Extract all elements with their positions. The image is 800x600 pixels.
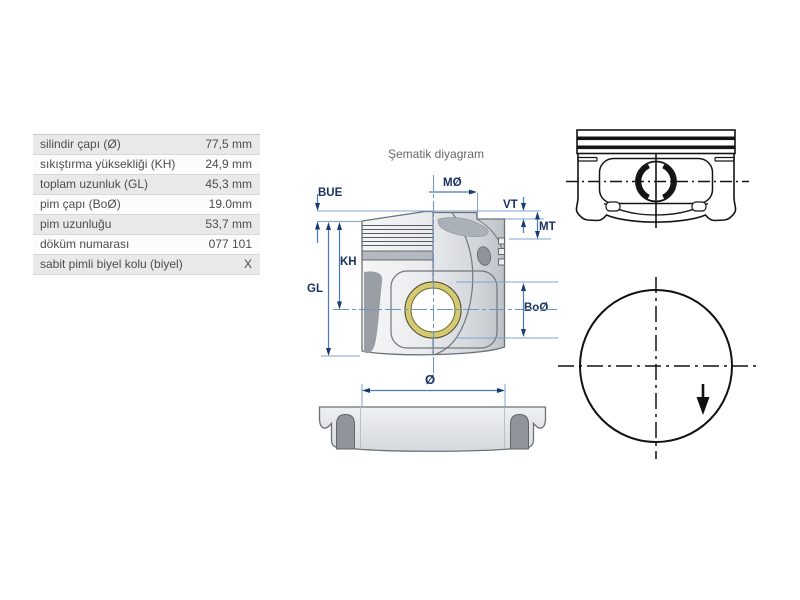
table-row: sıkıştırma yüksekliği (KH) 24,9 mm [33, 155, 260, 175]
pin-bore [404, 281, 462, 339]
dim-label-bue: BUE [318, 187, 343, 199]
table-row: pim çapı (BoØ) 19.0mm [33, 195, 260, 215]
dim-label-mt: MT [539, 221, 556, 233]
spec-row-value: 077 101 [208, 237, 252, 251]
spec-row-label: pim uzunluğu [40, 217, 112, 231]
spec-row-label: pim çapı (BoØ) [40, 197, 121, 211]
spec-row-value: 24,9 mm [205, 157, 252, 171]
schematic-title: Şematik diyagram [388, 147, 485, 161]
table-row: toplam uzunluk (GL) 45,3 mm [33, 175, 260, 195]
table-row: silindir çapı (Ø) 77,5 mm [33, 135, 260, 155]
dim-label-kh: KH [340, 256, 357, 268]
table-row: döküm numarası 077 101 [33, 235, 260, 255]
dimension-lines [315, 175, 558, 408]
spec-row-label: silindir çapı (Ø) [40, 137, 121, 151]
spec-row-label: döküm numarası [40, 237, 130, 251]
dim-label-mo: MØ [443, 177, 462, 189]
dim-label-dia: Ø [425, 372, 436, 387]
spec-table: silindir çapı (Ø) 77,5 mm sıkıştırma yük… [33, 134, 260, 275]
spec-row-value: 45,3 mm [205, 177, 252, 191]
spec-row-value: 77,5 mm [205, 137, 252, 151]
spec-row-value: 19.0mm [208, 197, 252, 211]
dim-label-gl: GL [307, 283, 323, 295]
table-row: pim uzunluğu 53,7 mm [33, 215, 260, 235]
spec-row-value: 53,7 mm [205, 217, 252, 231]
piston-top-view-circle [558, 277, 757, 459]
spec-row-value: X [243, 257, 252, 271]
piston-bottom-view [318, 406, 547, 452]
piston-side-view [566, 129, 749, 228]
table-row: sabit pimli biyel kolu (biyel) X [33, 255, 260, 274]
spec-row-label: toplam uzunluk (GL) [40, 177, 149, 191]
piston-cross-section [361, 210, 506, 356]
dim-label-bo: BoØ [524, 302, 549, 314]
spec-row-label: sabit pimli biyel kolu (biyel) [40, 257, 183, 271]
dim-label-vt: VT [503, 199, 518, 211]
install-direction-arrow-icon [696, 384, 710, 415]
spec-row-label: sıkıştırma yüksekliği (KH) [40, 157, 176, 171]
